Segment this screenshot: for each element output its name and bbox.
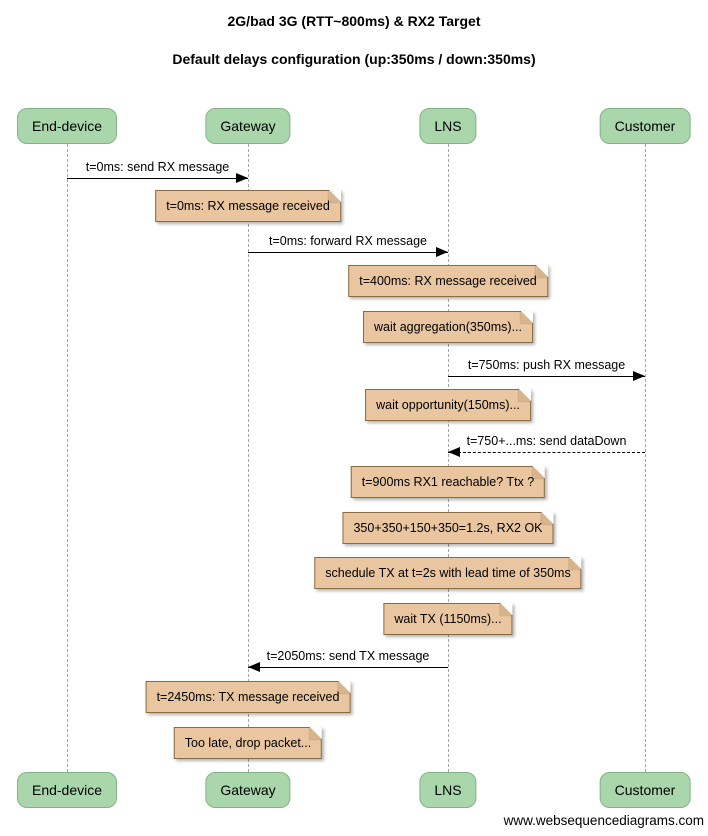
message-label-1: t=0ms: forward RX message	[268, 234, 428, 248]
arrowhead-0	[236, 173, 248, 183]
note-8: t=2450ms: TX message received	[145, 681, 351, 713]
arrowhead-1	[436, 247, 448, 257]
lifeline-gateway	[248, 144, 249, 772]
arrowhead-2	[633, 371, 645, 381]
watermark-link: www.websequencediagrams.com	[503, 813, 704, 828]
message-line-2	[448, 376, 645, 377]
message-label-3: t=750+...ms: send dataDown	[466, 434, 627, 448]
arrowhead-3	[448, 447, 460, 457]
note-3: wait opportunity(150ms)...	[365, 389, 531, 421]
message-label-0: t=0ms: send RX message	[85, 160, 230, 174]
actor-bottom-customer: Customer	[599, 772, 691, 808]
note-1: t=400ms: RX message received	[348, 265, 548, 297]
message-label-4: t=2050ms: send TX message	[266, 649, 430, 663]
note-0: t=0ms: RX message received	[155, 190, 341, 222]
note-5: 350+350+150+350=1.2s, RX2 OK	[342, 512, 554, 544]
diagram-title: 2G/bad 3G (RTT~800ms) & RX2 Target	[227, 13, 481, 29]
note-7: wait TX (1150ms)...	[383, 603, 513, 635]
lifeline-customer	[645, 144, 646, 772]
lifeline-lns	[448, 144, 449, 772]
actor-top-customer: Customer	[599, 108, 691, 144]
actor-top-gateway: Gateway	[205, 108, 291, 144]
note-6: schedule TX at t=2s with lead time of 35…	[314, 557, 583, 589]
note-2: wait aggregation(350ms)...	[363, 311, 533, 343]
actor-bottom-gateway: Gateway	[205, 772, 291, 808]
message-line-4	[248, 667, 448, 668]
message-label-2: t=750ms: push RX message	[467, 358, 626, 372]
diagram-subtitle: Default delays configuration (up:350ms /…	[172, 51, 536, 67]
arrowhead-4	[248, 662, 260, 672]
message-line-1	[248, 252, 448, 253]
note-9: Too late, drop packet...	[173, 727, 323, 759]
note-4: t=900ms RX1 reachable? Ttx ?	[350, 466, 546, 498]
lifeline-end-device	[67, 144, 68, 772]
actor-top-end-device: End-device	[16, 108, 118, 144]
actor-top-lns: LNS	[419, 108, 477, 144]
actor-bottom-lns: LNS	[419, 772, 477, 808]
message-line-0	[67, 178, 248, 179]
actor-bottom-end-device: End-device	[16, 772, 118, 808]
message-line-3	[448, 452, 645, 453]
